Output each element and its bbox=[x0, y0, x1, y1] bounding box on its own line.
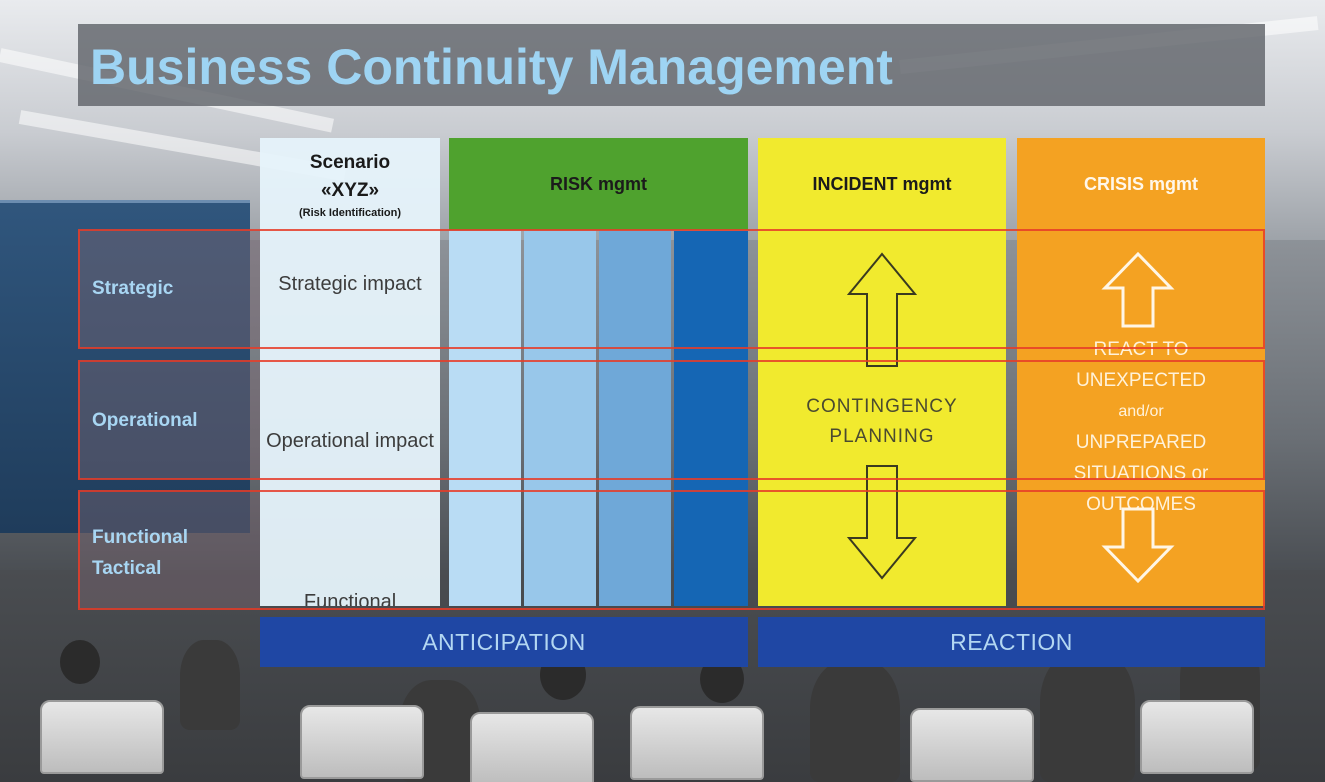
row-band-operational bbox=[78, 360, 1265, 480]
risk-subcolumn bbox=[449, 231, 521, 606]
reaction-bar: REACTION bbox=[758, 617, 1265, 667]
audience-chair bbox=[300, 705, 424, 779]
react-line-2: UNEXPECTED bbox=[1076, 370, 1206, 391]
audience-person bbox=[1040, 650, 1135, 782]
row-label-functional-bg bbox=[78, 492, 260, 608]
stage-screen bbox=[0, 200, 250, 533]
title-bar bbox=[78, 24, 1265, 106]
row-label-strategic: Strategic bbox=[92, 278, 174, 299]
scenario-subtitle: (Risk Identification) bbox=[298, 207, 402, 219]
audience-chair bbox=[630, 706, 764, 780]
slide-title: Business Continuity Management bbox=[90, 39, 893, 95]
functional-impact: Functional bbox=[303, 591, 397, 606]
audience-chair bbox=[40, 700, 164, 774]
risk-subcolumn bbox=[599, 231, 671, 606]
react-line-3: and/or bbox=[1118, 403, 1164, 420]
risk-mgmt-header: RISK mgmt bbox=[449, 138, 748, 230]
row-label-strategic-bg bbox=[78, 230, 260, 348]
planning-line: PLANNING bbox=[829, 426, 935, 447]
audience-chair bbox=[910, 708, 1034, 782]
scenario-column bbox=[260, 138, 440, 606]
operational-impact: Operational impact bbox=[266, 430, 434, 452]
audience-chair bbox=[1140, 700, 1254, 774]
incident-column bbox=[758, 138, 1006, 606]
contingency-line: CONTINGENCY bbox=[806, 396, 958, 417]
arrow-down-icon bbox=[1101, 507, 1175, 584]
row-band-functional bbox=[78, 490, 1265, 610]
contingency-planning-text: CONTINGENCY PLANNING bbox=[758, 392, 1006, 452]
row-label-tactical: Tactical bbox=[92, 558, 162, 579]
row-band-strategic bbox=[78, 229, 1265, 349]
anticipation-bar: ANTICIPATION bbox=[260, 617, 748, 667]
row-label-operational: Operational bbox=[92, 410, 198, 431]
strategic-impact: Strategic impact bbox=[278, 273, 422, 295]
row-label-operational-bg bbox=[78, 362, 260, 479]
scenario-name: «XYZ» bbox=[320, 180, 380, 201]
arrow-up-icon bbox=[846, 252, 918, 367]
audience-chair bbox=[470, 712, 594, 782]
scenario-title: Scenario bbox=[309, 152, 391, 173]
react-line-4: UNPREPARED bbox=[1075, 432, 1207, 453]
scenario-header: Scenario «XYZ» (Risk Identification) bbox=[260, 138, 440, 230]
crisis-mgmt-header: CRISIS mgmt bbox=[1083, 173, 1198, 194]
audience-person bbox=[180, 640, 240, 730]
react-line-6: OUTCOMES bbox=[1086, 494, 1196, 515]
audience-person bbox=[810, 660, 900, 782]
crisis-column bbox=[1017, 138, 1265, 606]
arrow-up-icon bbox=[1101, 251, 1175, 328]
react-line-1: REACT TO bbox=[1093, 339, 1189, 360]
risk-subcolumn bbox=[674, 231, 748, 606]
audience-head bbox=[60, 640, 100, 684]
row-label-functional: Functional bbox=[92, 527, 189, 548]
incident-mgmt-header: INCIDENT mgmt bbox=[812, 173, 952, 194]
risk-subcolumn bbox=[524, 231, 596, 606]
